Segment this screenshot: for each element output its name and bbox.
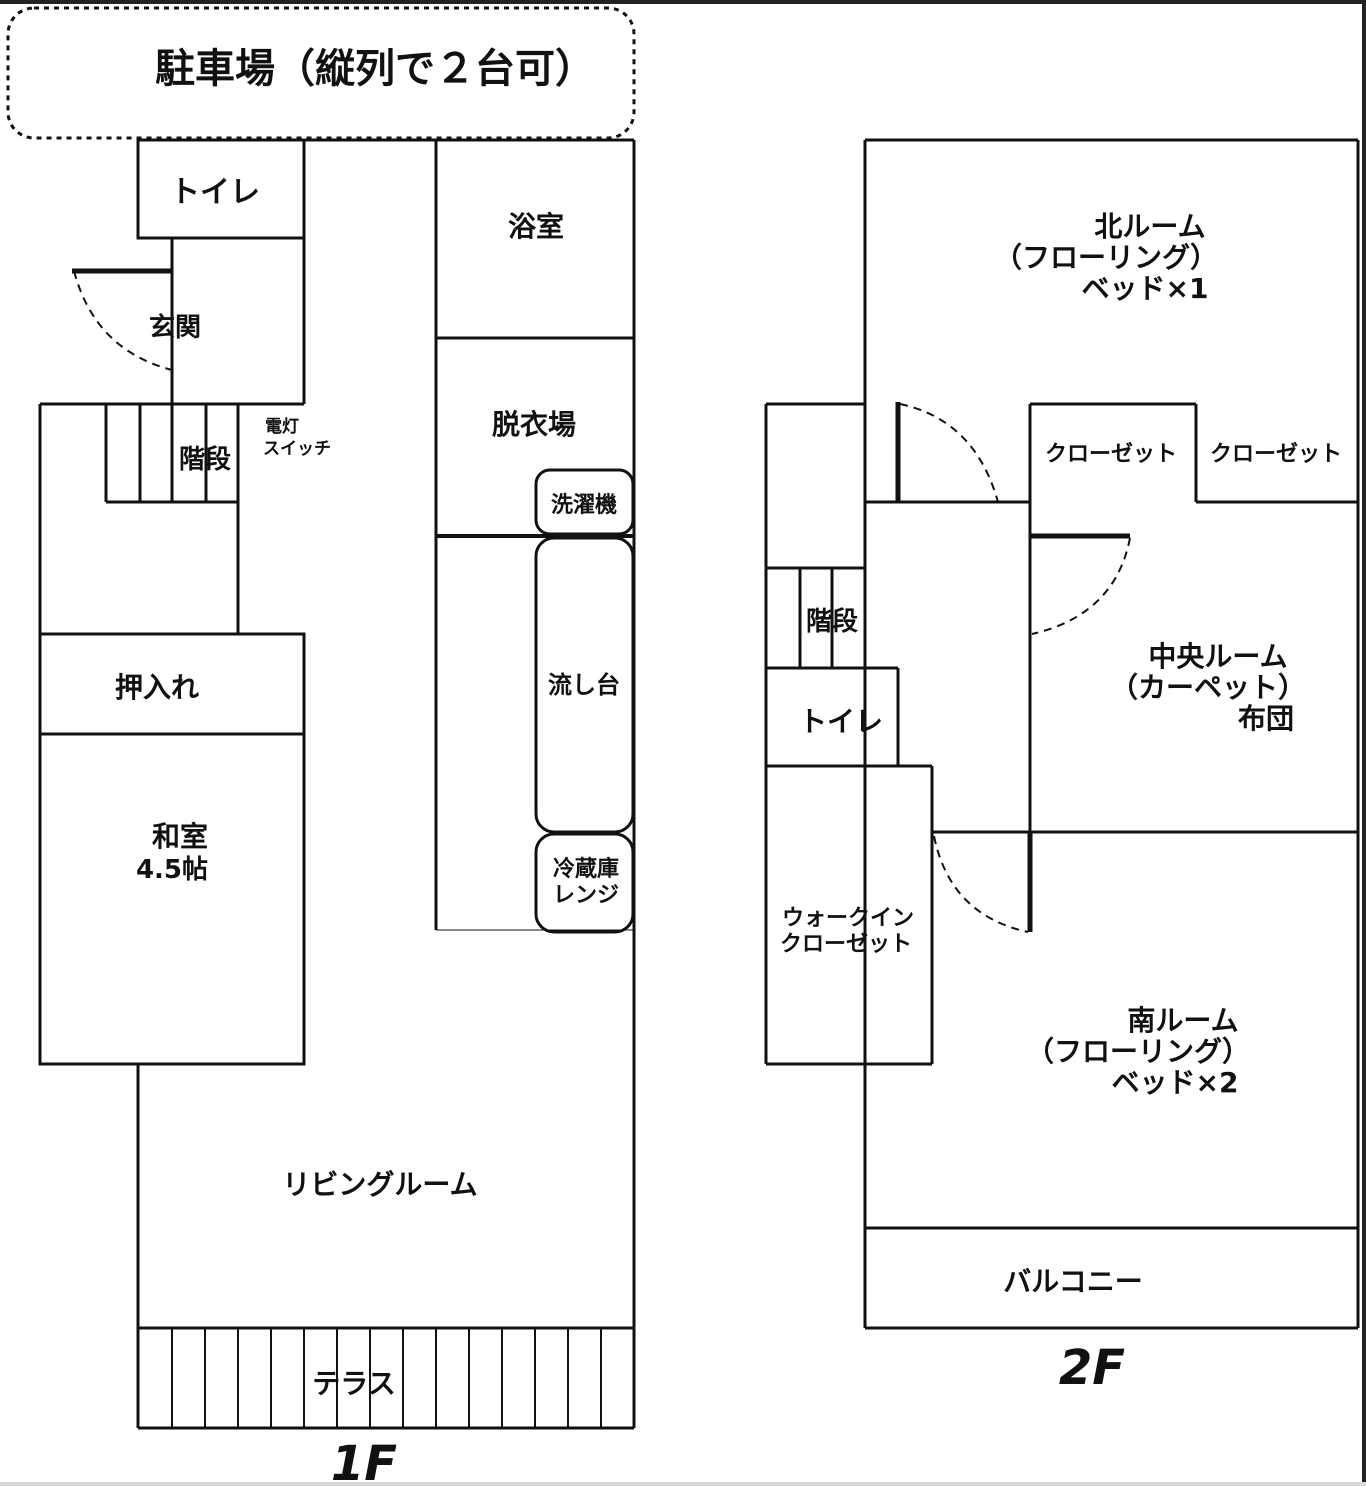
switch-label-line1: 電灯	[265, 417, 299, 437]
f2-stairs-label: 階段	[806, 606, 858, 637]
frame-bottom-border	[0, 1482, 1366, 1486]
f2-central-door	[1030, 533, 1131, 635]
fridge-label-line1: 冷蔵庫	[553, 856, 619, 882]
f2-north-label-line2: （フローリング）	[994, 241, 1218, 274]
f2-toilet-label: トイレ	[799, 705, 883, 738]
parking-area	[6, 6, 636, 140]
f2-south-label-line2: （フローリング）	[1026, 1035, 1250, 1068]
f2-closet-b-label: クローゼット	[1210, 442, 1342, 467]
f1-toilet-room	[136, 138, 306, 240]
washer-label: 洗濯機	[551, 493, 617, 518]
frame-right-border	[1362, 0, 1366, 1486]
f1-terrace-label: テラス	[312, 1367, 395, 1400]
f2-north-label-line3: ベッド×1	[1082, 272, 1209, 305]
terrace-slats	[171, 1328, 602, 1428]
f1-bath-label: 浴室	[508, 210, 564, 243]
f1-entrance-label: 玄関	[149, 312, 201, 343]
parking-label: 駐車場（縦列で２台可）	[155, 46, 595, 92]
f1-tatami-room	[38, 732, 306, 1066]
floor2-walls	[764, 138, 1360, 1330]
f2-walkin-label-line2: クローゼット	[780, 932, 912, 957]
f2-north-label-line1: 北ルーム	[1094, 210, 1205, 243]
f1-entrance-door	[72, 268, 173, 371]
f1-toilet-label: トイレ	[170, 175, 260, 210]
f1-closet-label: 押入れ	[115, 671, 199, 704]
sink-label: 流し台	[548, 671, 620, 699]
f2-south-door	[933, 832, 1033, 933]
f2-south-label-line3: ベッド×2	[1112, 1066, 1239, 1099]
floor1-walls	[38, 138, 636, 1430]
floor2-label: 2F	[1059, 1340, 1125, 1396]
f2-central-label-line1: 中央ルーム	[1148, 640, 1287, 673]
f1-dressing-label: 脱衣場	[492, 408, 576, 441]
f2-closet-a-label: クローゼット	[1045, 442, 1177, 467]
floor1-label: 1F	[331, 1436, 397, 1486]
f1-tatami-label-line1: 和室	[152, 820, 208, 853]
f2-central-label-line3: 布団	[1238, 702, 1294, 735]
f2-walkin-label-line1: ウォークイン	[782, 906, 914, 931]
f2-central-label-line2: （カーペット）	[1110, 671, 1306, 704]
f1-living-label: リビングルーム	[282, 1168, 477, 1201]
frame-top-border	[0, 0, 1366, 4]
f2-north-door	[895, 402, 999, 503]
f1-stairs-label: 階段	[179, 444, 231, 475]
fridge-label-line2: レンジ	[553, 883, 619, 908]
switch-label-line2: スイッチ	[263, 439, 331, 459]
f2-balcony-label: バルコニー	[1003, 1265, 1142, 1298]
f1-tatami-label-line2: 4.5帖	[136, 855, 208, 885]
f2-south-label-line1: 南ルーム	[1127, 1004, 1238, 1037]
fridge-unit	[534, 832, 635, 934]
